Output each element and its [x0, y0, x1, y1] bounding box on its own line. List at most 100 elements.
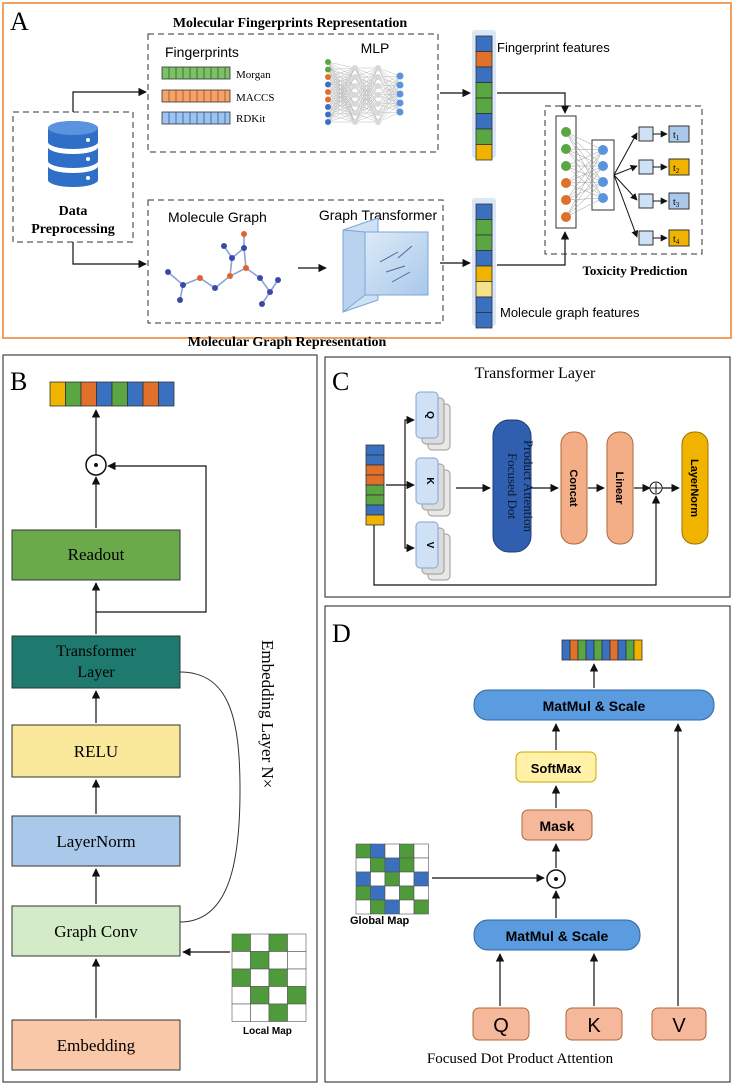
- task-subscript: 2: [676, 167, 680, 175]
- morgan-bar: [161, 66, 231, 80]
- mlp-edge: [377, 84, 401, 123]
- arrow-skip-to-dot: [96, 461, 207, 613]
- panel-c: C Transformer Layer Q K V Focused Dot Pr…: [324, 356, 731, 598]
- local-map-cell: [287, 933, 307, 952]
- global-map-cell: [384, 843, 400, 859]
- fingerprint-vector-cell: [475, 144, 493, 161]
- mlp-edge: [327, 85, 356, 93]
- mlp-edge: [327, 85, 356, 100]
- molecule-graph-atoms: [165, 231, 281, 307]
- local-map-cell: [287, 1003, 307, 1022]
- q-label-c: Q: [424, 411, 435, 419]
- arrow-fp-to-toxicity: [497, 92, 570, 114]
- panel-c-letter: C: [332, 367, 349, 396]
- input-vector-c-cell: [365, 464, 385, 476]
- fingerprint-feature-vector: [475, 35, 493, 161]
- global-map-label: Global Map: [350, 915, 410, 927]
- mlp-edge: [377, 93, 401, 123]
- matmul-scale-top-box: [473, 689, 715, 721]
- fingerprint-vector-cell: [475, 128, 493, 145]
- tox-edge: [565, 181, 604, 201]
- panel-b-letter: B: [10, 367, 27, 396]
- task-label: t3: [673, 197, 680, 209]
- tox-edge: [565, 148, 604, 167]
- maccs-bar: [161, 89, 231, 103]
- global-map-cell: [413, 885, 429, 901]
- embedding-label: Embedding: [57, 1036, 136, 1055]
- layernorm-box-c: [681, 431, 709, 545]
- arrow-to-q: [404, 415, 415, 485]
- global-map-cell: [384, 885, 400, 901]
- output-vector-d-cell: [617, 639, 627, 661]
- k-label-d: K: [587, 1015, 601, 1037]
- mlp-edge: [354, 67, 379, 123]
- transformer-layer-box: [11, 635, 181, 689]
- mlp-edge: [327, 76, 356, 93]
- mlp-hidden-node: [352, 83, 358, 89]
- output-vector-b-cell: [49, 381, 66, 407]
- k-stack: [415, 457, 451, 517]
- output-vector-d-cell: [609, 639, 619, 661]
- global-map-cell: [399, 857, 415, 873]
- transformer-layer-title: Transformer Layer: [475, 365, 596, 382]
- tox-edge: [565, 131, 604, 199]
- embedding-layer-label: Embedding Layer N×: [258, 640, 277, 788]
- output-vector-b-cell: [96, 381, 113, 407]
- transformer-label-line2: Layer: [77, 664, 115, 681]
- arrow-residual-c: [373, 495, 661, 586]
- fingerprint-vector-cell: [475, 66, 493, 83]
- mlp-hidden-node: [375, 83, 381, 89]
- molecule-graph-label: Molecule Graph: [168, 209, 267, 225]
- task-label: t1: [673, 130, 680, 142]
- local-map-cell: [250, 986, 270, 1005]
- local-map-cell: [231, 933, 251, 952]
- tox-edge: [565, 165, 604, 199]
- task-output-box: [668, 125, 690, 143]
- global-map-cell: [370, 857, 386, 873]
- mlp-edge: [327, 85, 356, 123]
- focused-label-line2: Product Attention: [521, 440, 536, 533]
- mlp-edge: [327, 84, 356, 96]
- local-map-cell: [287, 968, 307, 987]
- mlp-hidden-node: [375, 92, 381, 98]
- input-vector-c: [365, 444, 385, 526]
- mlp-hidden-node: [375, 110, 381, 116]
- local-map-cell: [231, 951, 251, 970]
- global-map-cell: [413, 843, 429, 859]
- tox-edge: [565, 149, 604, 184]
- mlp-hidden-node: [375, 119, 381, 125]
- readout-box: [11, 529, 181, 581]
- mlp-edge: [327, 94, 356, 108]
- tox-input-node: [561, 127, 571, 137]
- tox-edge: [565, 165, 604, 184]
- graph-vector-cell: [475, 296, 493, 313]
- input-vector-c-cell: [365, 484, 385, 496]
- mlp-edge: [377, 111, 401, 123]
- output-vector-b-cell: [111, 381, 128, 407]
- tox-edge: [565, 149, 604, 201]
- graph-vector-cell: [475, 234, 493, 251]
- output-vector-d-cell: [577, 639, 587, 661]
- task-subscript: 1: [676, 134, 680, 142]
- matmul-scale-bottom-box: [473, 919, 641, 951]
- mlp-edge: [354, 67, 379, 96]
- mlp-edge: [377, 67, 401, 77]
- mlp-edge: [327, 85, 356, 108]
- local-map-label: Local Map: [243, 1026, 292, 1037]
- input-vector-c-cell: [365, 454, 385, 466]
- mlp-hidden-node: [352, 65, 358, 71]
- mlp-edge: [377, 75, 401, 78]
- mlp-edge: [327, 76, 356, 123]
- global-map-cell: [413, 857, 429, 873]
- k-label-c: K: [424, 477, 435, 485]
- focused-attention-box-c: [492, 419, 532, 553]
- tox-edge: [565, 131, 604, 167]
- rdkit-label: RDKit: [236, 113, 265, 125]
- local-map-cell: [268, 986, 288, 1005]
- tox-edge: [565, 148, 604, 151]
- mlp-edge: [354, 67, 379, 114]
- output-vector-d-cell: [633, 639, 643, 661]
- mlp-output-node: [396, 90, 404, 98]
- tox-branch-arrow: [613, 174, 638, 201]
